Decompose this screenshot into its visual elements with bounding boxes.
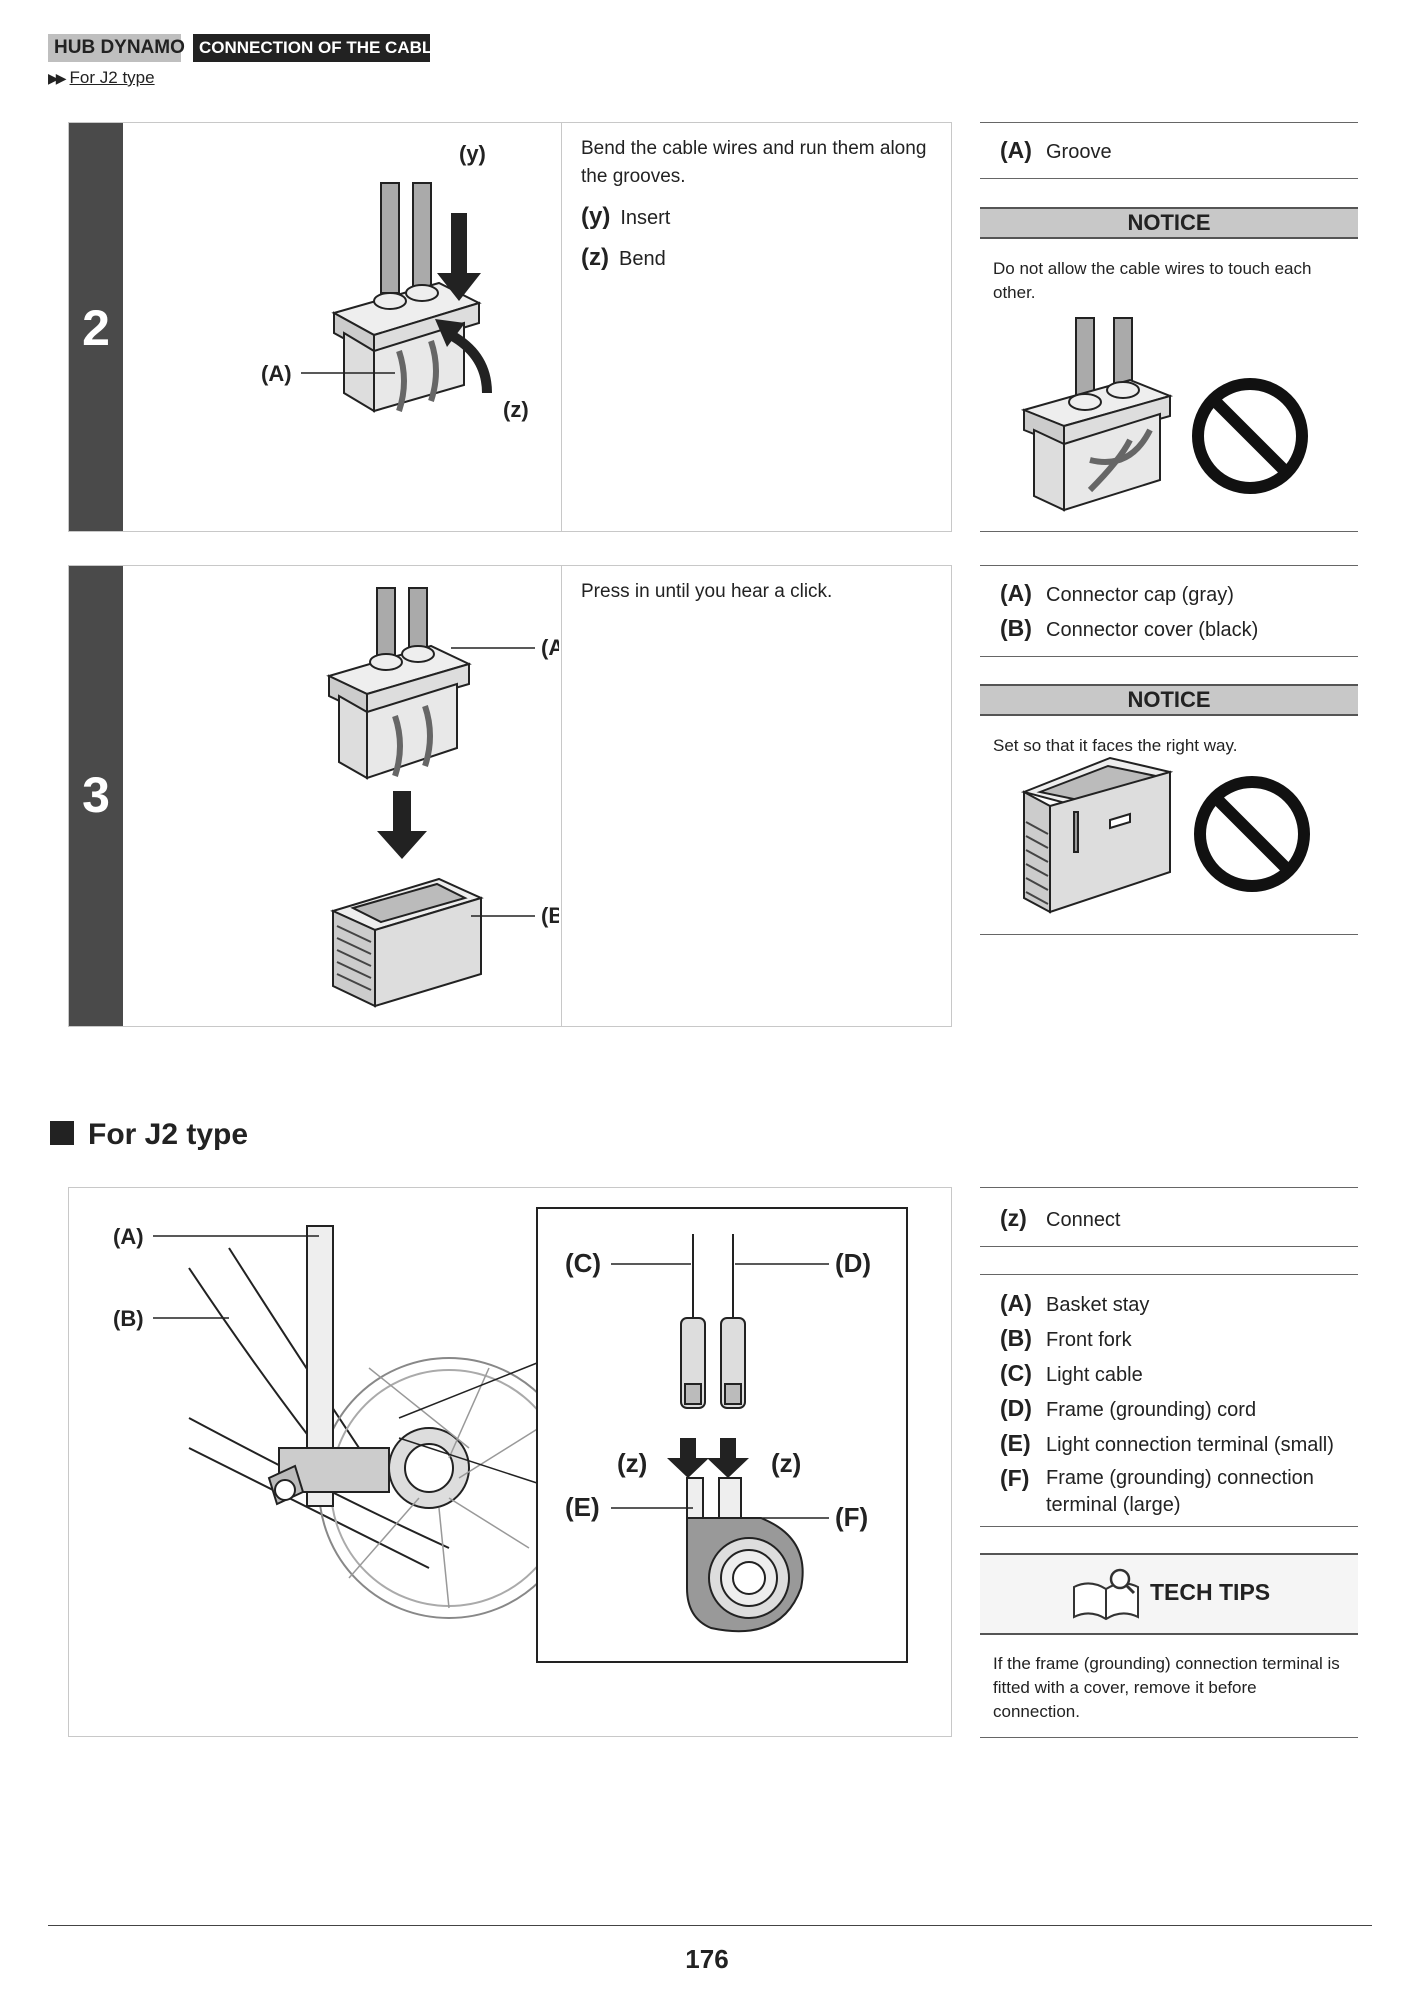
callout-z-right: (z) [771, 1448, 801, 1478]
bend-arrow-icon [435, 319, 465, 347]
prohibited-icon [1192, 378, 1308, 494]
press-down-arrow-icon [377, 791, 427, 859]
step-3-bar [69, 566, 123, 1026]
part-light-cable: (C)Light cable [1000, 1360, 1143, 1386]
breadcrumb-label: For J2 type [69, 68, 155, 87]
callout-b: (B) [541, 903, 559, 928]
j2-figure-panel: (A) (B) (C) (D) (z) (z) (E) [68, 1187, 952, 1737]
breadcrumb[interactable]: ▶▶For J2 type [48, 68, 155, 88]
part-connector-cap: (A)Connector cap (gray) [1000, 580, 1234, 606]
notice-text-step-2: Do not allow the cable wires to touch ea… [993, 259, 1312, 302]
callout-c: (C) [565, 1248, 601, 1278]
legend-bend: (z)Bend [581, 244, 666, 271]
part-basket-stay: (A)Basket stay [1000, 1290, 1150, 1316]
header-tag-section: CONNECTION OF THE CABLES [193, 34, 455, 62]
prohibited-icon [1194, 776, 1310, 892]
legend-insert: (y)Insert [581, 203, 671, 230]
notice-heading-step-3: NOTICE [980, 684, 1358, 716]
step-2-panel: 2 (y) (A) (z) Bend the cable wires and r… [68, 122, 952, 532]
step-2-wrong-illustration [1020, 317, 1308, 512]
step-3-instruction: Press in until you hear a click. [581, 581, 833, 602]
header-tag-hub-dynamo: HUB DYNAMO [48, 34, 185, 62]
part-frame-terminal: (F)Frame (grounding) connection terminal… [1000, 1465, 1314, 1516]
callout-a: (A) [113, 1224, 144, 1249]
step-3-panel: 3 (A) (B) Press in u [68, 565, 952, 1027]
callout-a: (A) [541, 635, 559, 660]
tech-tips-heading: TECH TIPS [980, 1553, 1358, 1635]
part-groove: (A)Groove [1000, 137, 1112, 163]
part-connector-cover: (B)Connector cover (black) [1000, 615, 1259, 641]
j2-hub-illustration: (A) (B) (C) (D) (z) (z) (E) [113, 1207, 908, 1663]
tech-tips-title: TECH TIPS [1150, 1579, 1271, 1605]
book-magnifier-icon [1073, 1568, 1139, 1621]
step-2-connector-illustration: (y) (A) (z) [261, 141, 529, 422]
section-title: For J2 type [50, 1118, 248, 1152]
step-3-connector-illustration: (A) (B) [326, 587, 559, 1008]
step-3-wrong-illustration [1020, 756, 1310, 914]
callout-e: (E) [565, 1492, 600, 1522]
connect-arrow-left-icon [667, 1438, 709, 1478]
callout-a: (A) [261, 361, 292, 386]
step-3-number: 3 [82, 767, 110, 823]
step-2-bar [69, 123, 123, 531]
step-2-instruction: Bend the cable wires and run them along … [581, 138, 927, 187]
callout-z-left: (z) [617, 1448, 647, 1478]
callout-d: (D) [835, 1248, 871, 1278]
part-light-terminal: (E)Light connection terminal (small) [1000, 1430, 1334, 1456]
page-number: 176 [685, 1944, 729, 1974]
insert-arrow-icon [437, 213, 481, 301]
square-bullet-icon [50, 1121, 74, 1145]
callout-z: (z) [503, 397, 529, 422]
callout-b: (B) [113, 1306, 144, 1331]
tech-tips-text: If the frame (grounding) connection term… [993, 1654, 1340, 1721]
part-front-fork: (B)Front fork [1000, 1325, 1132, 1351]
double-arrow-icon: ▶▶ [48, 70, 66, 86]
callout-y: (y) [459, 141, 486, 166]
notice-text-step-3: Set so that it faces the right way. [993, 736, 1238, 755]
connect-arrow-right-icon [707, 1438, 749, 1478]
step-2-number: 2 [82, 300, 110, 356]
notice-heading-step-2: NOTICE [980, 207, 1358, 239]
callout-f: (F) [835, 1502, 868, 1532]
action-connect: (z)Connect [1000, 1205, 1121, 1231]
part-frame-cord: (D)Frame (grounding) cord [1000, 1395, 1257, 1421]
